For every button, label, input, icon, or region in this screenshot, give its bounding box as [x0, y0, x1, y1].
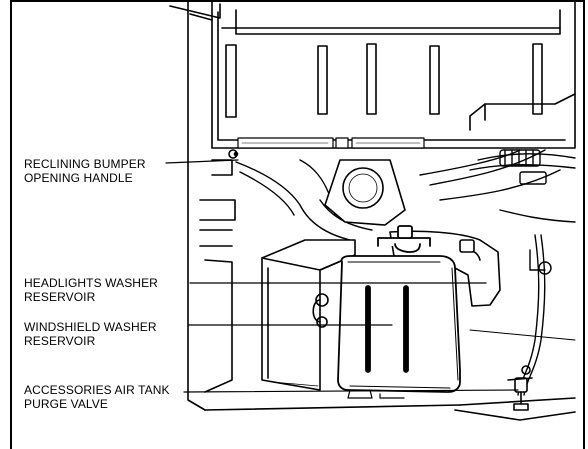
left-bulkhead: [187, 1, 239, 411]
label-strip: [237, 137, 425, 149]
callout-accessories-air-tank-purge-valve: ACCESSORIES AIR TANK PURGE VALVE: [24, 383, 170, 411]
frame-top-border: [10, 0, 585, 2]
frame-right-border: [583, 0, 585, 449]
floor-and-valve: [204, 329, 576, 421]
upper-compartment: [169, 1, 576, 149]
callout-headlights-washer-reservoir: HEADLIGHTS WASHER RESERVOIR: [24, 276, 158, 304]
round-vent: [324, 159, 406, 226]
callout-line: PURGE VALVE: [24, 397, 109, 411]
callout-reclining-bumper-handle: RECLINING BUMPER OPENING HANDLE: [24, 157, 146, 185]
callout-line: WINDSHIELD WASHER: [24, 320, 157, 334]
frame-left-border: [10, 0, 12, 449]
connector-cluster: [499, 149, 552, 275]
leader-line-reclining-bumper: [165, 159, 239, 164]
callout-line: RESERVOIR: [24, 334, 96, 348]
windshield-washer-reservoir: [337, 225, 461, 399]
callout-line: RECLINING BUMPER: [24, 157, 146, 171]
callout-line: ACCESSORIES AIR TANK: [24, 383, 170, 397]
callout-line: RESERVOIR: [24, 290, 96, 304]
callout-line: OPENING HANDLE: [24, 171, 133, 185]
callout-windshield-washer-reservoir: WINDSHIELD WASHER RESERVOIR: [24, 320, 157, 348]
leader-line-purge-valve: [183, 389, 519, 393]
callout-line: HEADLIGHTS WASHER: [24, 276, 158, 290]
leader-lines: [165, 159, 519, 393]
